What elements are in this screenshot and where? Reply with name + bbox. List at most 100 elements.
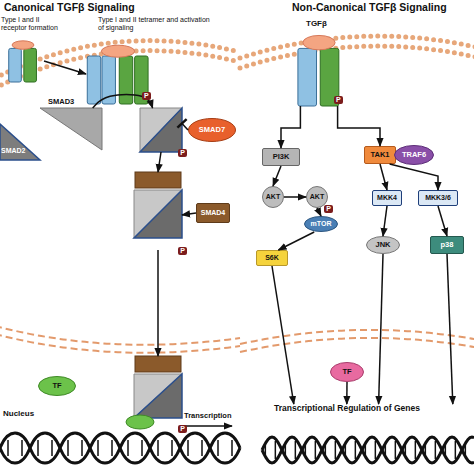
dna-rung [375,441,377,459]
node-text: SMAD3 [48,98,98,106]
receptor-chain [24,48,37,82]
dna-strand [262,437,474,463]
oval-outline [189,119,236,142]
arrow-connector [447,254,453,404]
dna-rung [285,445,287,455]
box-outline [263,149,300,166]
smad-complex: P [140,108,182,152]
dna-rung [355,441,357,459]
node-text: MKK4 [377,194,397,202]
kinase-box: TAK1 [364,146,396,164]
dna-rung [415,441,417,459]
shape-outline [0,124,40,160]
ligand-shape [12,41,34,49]
box-outline [257,251,288,266]
dna-strand [0,433,240,463]
dna-rung [395,441,397,459]
kinase-circle: AKTP [306,186,328,208]
dna-rung [365,445,367,455]
box-outline [197,204,230,223]
receptor-chain [9,48,22,82]
kinase-circle: AKT [262,186,284,208]
arrow-connector [346,382,348,404]
node-text: PI3K [273,153,290,161]
membrane-inner [240,46,474,68]
smad2-half [134,374,182,418]
arrow-connector [284,196,306,198]
cofactor-oval [126,415,154,429]
arrow-connector [157,250,159,356]
arrow-connector [272,266,294,404]
node-text: MKK3/6 [425,194,451,202]
dna-rung [405,445,407,455]
arrow-connector [380,164,387,190]
smad2-half [134,190,182,238]
kinase-box: PI3K [262,148,300,166]
node-text: p38 [441,241,454,249]
node-text: SMAD2 [1,147,39,155]
node-text: TF [52,382,61,390]
node-text: SMAD7 [199,126,225,134]
shape-outline [40,108,102,150]
inhibitor-protein: SMAD7 [188,118,236,142]
inhibition-connector [182,123,188,130]
arrow-connector [383,206,387,236]
kinase-box: p38 [430,236,464,254]
smad-protein: SMAD2 [0,124,40,160]
kinase-oval: JNK [366,236,400,254]
shape-outline [86,44,150,104]
receptor-tetramer: Type I and II tetramer and activation of… [86,44,150,104]
dna-rung [265,445,267,455]
dna-rung [435,441,437,459]
triangle-outline [0,124,40,160]
kinase-box: S6K [256,250,288,266]
phospho-mark: P [178,149,187,157]
dna-rung [465,445,467,455]
ligand-shape [303,35,335,49]
adaptor-protein: TRAF6 [394,145,434,165]
shape-outline [140,108,182,152]
dna-rung [445,445,447,455]
receptor-chain [119,56,132,104]
arrow-connector [379,254,383,404]
shape-outline [262,404,474,474]
node-text: Type I and II receptor formation [1,16,65,31]
kinase-box: MKK4 [372,190,402,206]
dna-rung [425,445,427,455]
dna-rung [275,441,277,459]
receptor-chain [87,56,100,104]
panel-title: Canonical TGFβ Signaling [4,2,135,14]
box-outline [373,191,402,206]
oval-outline [39,377,76,396]
transcription-factor: TF [38,376,76,396]
smad4-cap [135,356,181,372]
phospho-mark: P [334,96,343,104]
kinase-box: MKK3/6 [418,190,458,206]
smad-complex: P [134,172,182,250]
arrow-connector [182,213,196,215]
arrow-connector [281,106,300,148]
smad4-cap [135,172,181,188]
node-text: TF [342,368,351,376]
node-text: mTOR [311,220,332,228]
oval-outline [331,363,364,382]
dna-rung [335,441,337,459]
arrow-connector [317,208,321,216]
node-text: TGFβ [306,20,346,29]
oval-outline [395,146,434,165]
box-outline [431,237,464,254]
arrow-connector [390,164,438,190]
phospho-mark: P [324,205,333,213]
receptor-chain [102,56,115,104]
ligand-shape [101,45,134,57]
dna-rung [325,445,327,455]
process-label: Transcription [184,412,232,420]
arrow-connector [158,152,161,172]
node-text: Type I and II tetramer and activation of… [98,16,214,31]
dna-rung [295,441,297,459]
box-outline [365,147,396,164]
node-text: AKT [310,193,324,201]
smad-complex: P [134,356,182,428]
